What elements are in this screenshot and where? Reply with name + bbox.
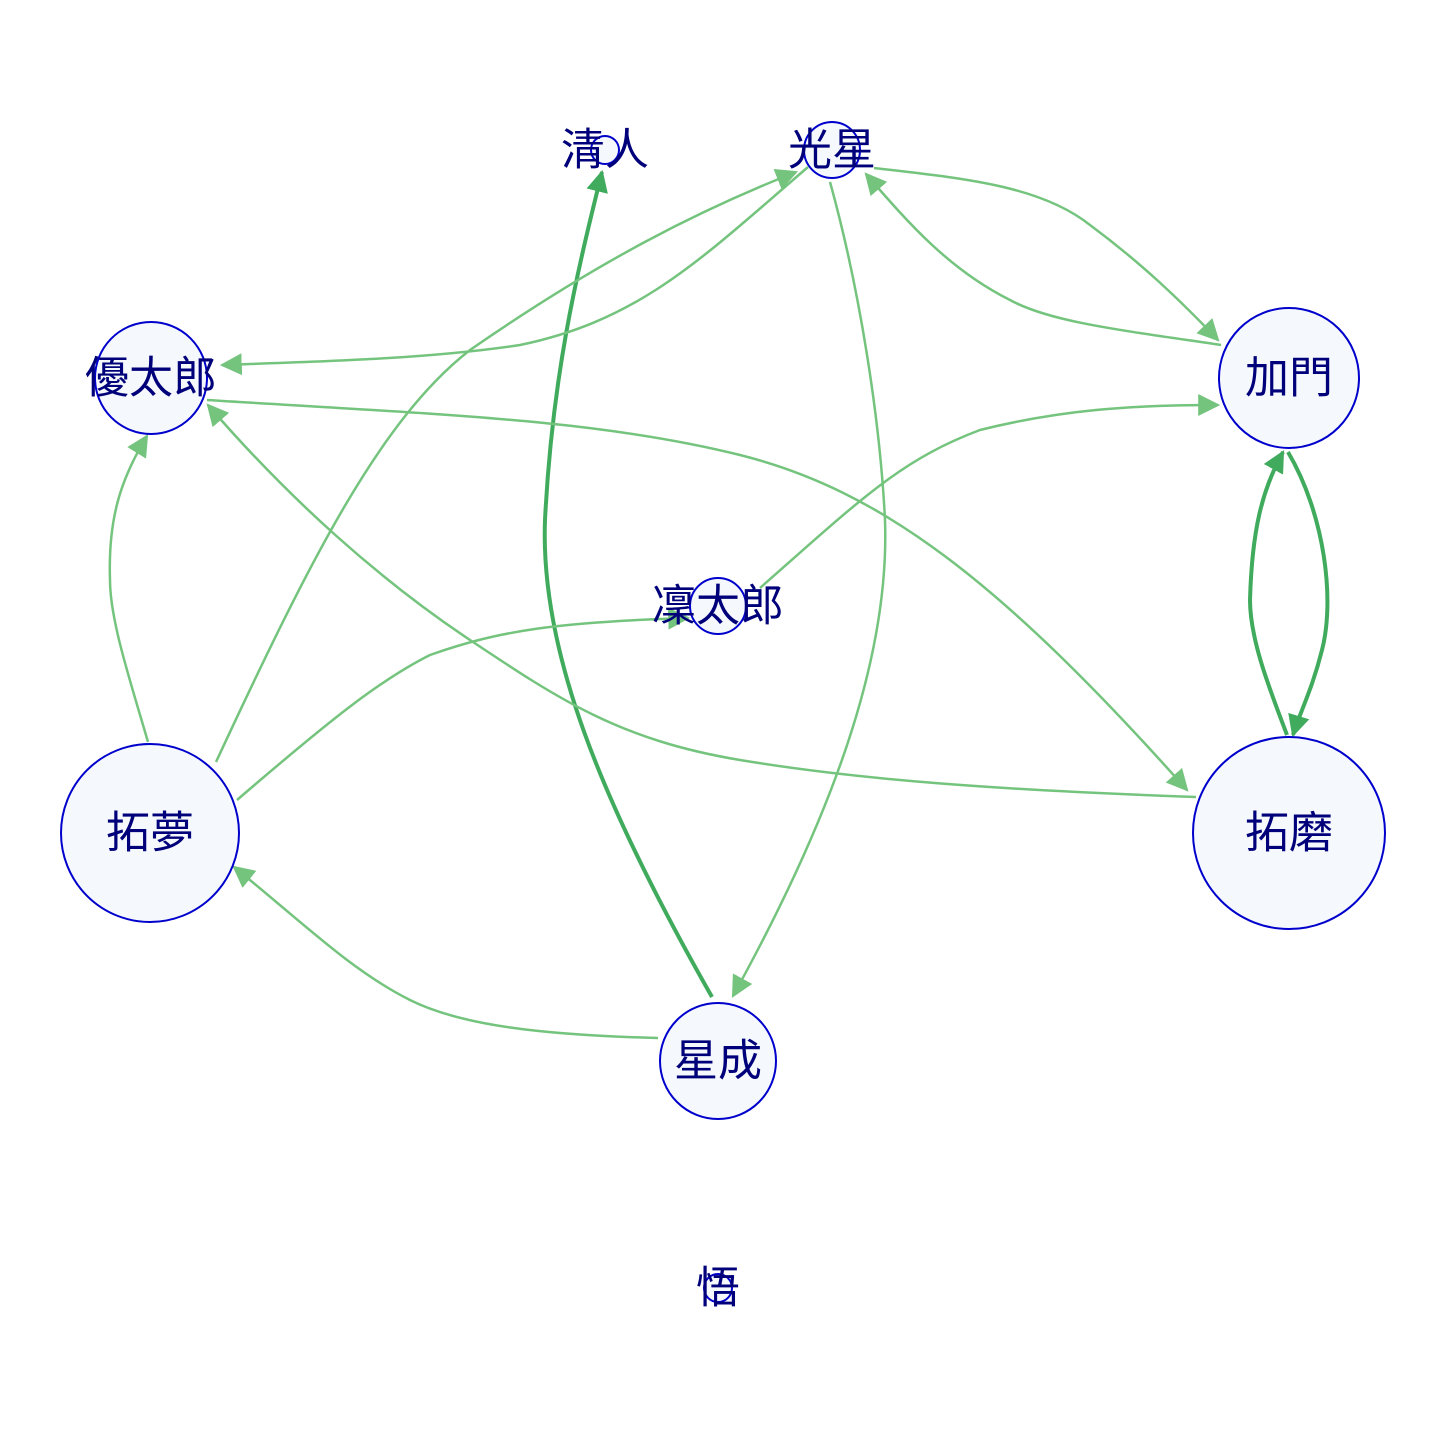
edge-takuma-to-kamon — [1247, 450, 1289, 736]
edge-kosei-to-yutaro — [219, 166, 809, 376]
node-circle — [689, 577, 747, 635]
node-label: 清人 — [561, 125, 649, 176]
edge-seinari-to-takumu — [232, 865, 659, 1040]
node-label: 凜太郎 — [652, 581, 784, 632]
edge-seinari-to-seisei — [542, 169, 714, 998]
node-circle — [703, 1273, 733, 1303]
node-circle — [60, 743, 240, 923]
edge-takumu-to-rintaro — [236, 607, 691, 801]
edge-rintaro-to-kamon — [759, 394, 1221, 589]
node-kamon[interactable]: 加門 — [1218, 307, 1360, 449]
node-rintaro[interactable]: 凜太郎 — [652, 577, 784, 635]
node-label: 拓磨 — [1245, 808, 1333, 859]
node-circle — [803, 121, 861, 179]
edge-takuma-to-yutaro — [206, 403, 1197, 799]
node-label: 加門 — [1245, 353, 1333, 404]
node-label: 星成 — [674, 1036, 762, 1087]
node-label: 優太郎 — [85, 353, 217, 404]
edge-kamon-to-takuma — [1286, 450, 1330, 738]
node-takuma[interactable]: 拓磨 — [1192, 736, 1386, 930]
node-circle — [1218, 307, 1360, 449]
node-seisei[interactable]: 清人 — [561, 125, 649, 176]
node-takumu[interactable]: 拓夢 — [60, 743, 240, 923]
node-circle — [94, 321, 208, 435]
node-kosei[interactable]: 光星 — [788, 121, 876, 179]
node-seinari[interactable]: 星成 — [659, 1002, 777, 1120]
node-circle — [590, 135, 620, 165]
edge-kosei-to-kamon — [873, 166, 1220, 342]
node-satoru[interactable]: 悟 — [696, 1263, 740, 1314]
edge-kamon-to-kosei — [864, 172, 1222, 347]
edge-takumu-to-kosei — [214, 169, 799, 763]
node-label: 拓夢 — [106, 808, 194, 859]
node-circle — [1192, 736, 1386, 930]
node-label: 光星 — [788, 125, 876, 176]
node-circle — [659, 1002, 777, 1120]
edge-layer — [108, 166, 1330, 1040]
node-label: 悟 — [696, 1263, 740, 1314]
edge-takumu-to-yutaro — [108, 434, 150, 743]
node-yutaro[interactable]: 優太郎 — [85, 321, 217, 435]
edge-yutaro-to-takuma — [206, 398, 1189, 792]
edge-kosei-to-seinari — [731, 181, 887, 998]
